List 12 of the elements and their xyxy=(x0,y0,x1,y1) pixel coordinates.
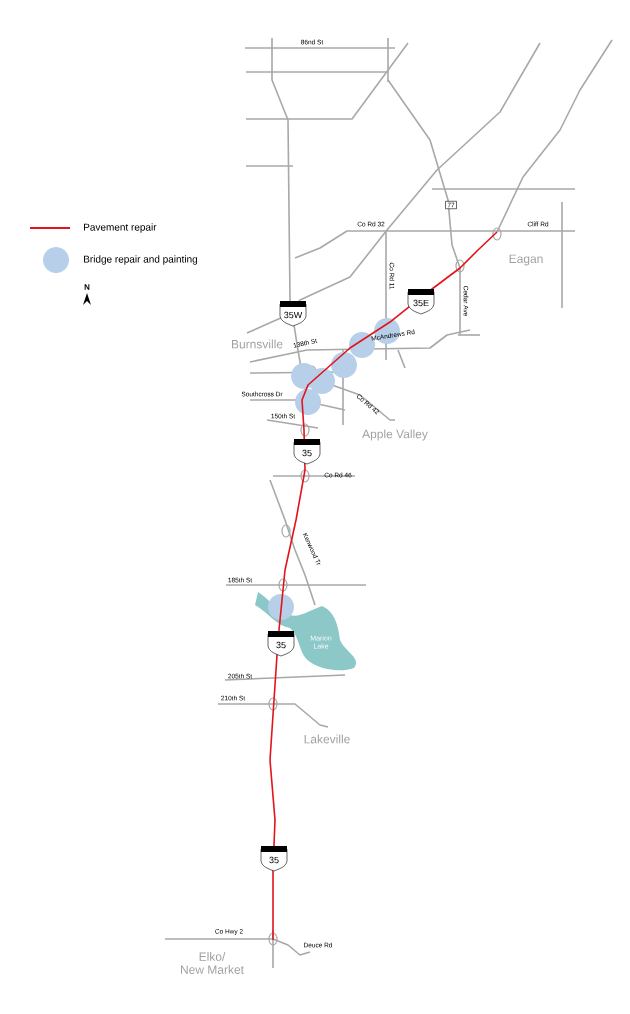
place-name: Lakeville xyxy=(304,734,350,744)
interstate-shield: 35E xyxy=(407,289,435,315)
interstate-shield: 35 xyxy=(267,631,295,657)
legend-text: Bridge repair and painting xyxy=(84,255,198,265)
legend-text: Pavement repair xyxy=(84,223,157,233)
place-name: Elko/ New Market xyxy=(181,952,244,974)
place-name: Burnsville xyxy=(232,339,283,349)
interstate-shield: 35 xyxy=(293,439,321,465)
interstate-shield: 35W xyxy=(279,301,307,327)
place-name: Apple Valley xyxy=(362,429,428,441)
interstate-shield: 35 xyxy=(260,846,288,872)
place-name: Eagan xyxy=(509,254,543,266)
